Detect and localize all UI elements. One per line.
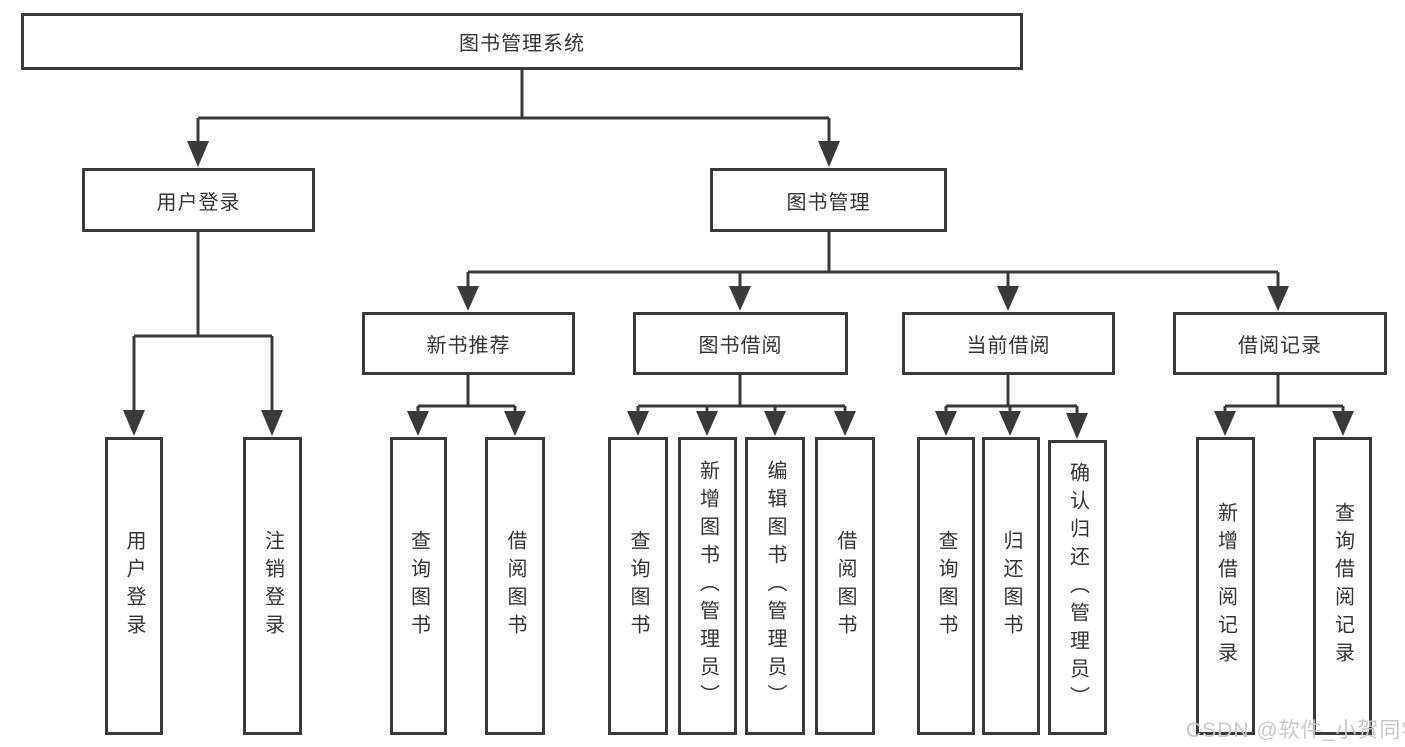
leaf-logout: 注销登录	[243, 437, 302, 735]
node-current-borrow: 当前借阅	[902, 312, 1115, 375]
node-book-management-label: 图书管理	[786, 191, 871, 214]
leaf-borrow-borrow-books: 借阅图书	[815, 437, 875, 735]
node-root-label: 图书管理系统	[459, 33, 585, 55]
leaf-newbook-query-books: 查询图书	[390, 437, 447, 735]
leaf-confirm-return-admin-label: 确认归还（管理员）	[1066, 461, 1089, 714]
connector-borrow-record-to-leaves	[1214, 375, 1354, 436]
node-current-borrow-label: 当前借阅	[966, 335, 1051, 357]
leaf-add-borrow-record: 新增借阅记录	[1196, 437, 1255, 735]
connector-book-mgmt-to-level3	[457, 232, 1289, 311]
node-borrow-record-label: 借阅记录	[1238, 335, 1322, 357]
node-book-borrow-label: 图书借阅	[698, 335, 783, 357]
node-book-borrow: 图书借阅	[633, 312, 848, 375]
leaf-user-login: 用户登录	[105, 437, 163, 735]
leaf-newbook-query-books-label: 查询图书	[407, 530, 430, 642]
leaf-user-login-label: 用户登录	[123, 530, 145, 642]
leaf-edit-books-admin-label: 编辑图书（管理员）	[764, 460, 786, 712]
node-user-login: 用户登录	[82, 168, 315, 232]
leaf-current-query-books: 查询图书	[917, 437, 975, 735]
connector-current-borrow-to-leaves	[935, 375, 1088, 439]
leaf-query-borrow-record: 查询借阅记录	[1313, 437, 1372, 735]
node-borrow-record: 借阅记录	[1173, 312, 1387, 375]
leaf-borrow-borrow-books-label: 借阅图书	[834, 530, 856, 642]
leaf-return-books-label: 归还图书	[1000, 530, 1022, 642]
connector-book-borrow-to-leaves	[627, 375, 856, 436]
leaf-newbook-borrow-books-label: 借阅图书	[504, 530, 526, 642]
leaf-logout-label: 注销登录	[261, 530, 284, 642]
leaf-current-query-books-label: 查询图书	[935, 530, 957, 642]
leaf-add-borrow-record-label: 新增借阅记录	[1214, 502, 1237, 670]
node-book-management: 图书管理	[710, 168, 947, 232]
leaf-return-books: 归还图书	[982, 437, 1040, 735]
leaf-add-books-admin: 新增图书（管理员）	[678, 437, 737, 735]
leaf-edit-books-admin: 编辑图书（管理员）	[745, 437, 805, 735]
node-root-system: 图书管理系统	[21, 13, 1023, 70]
leaf-confirm-return-admin: 确认归还（管理员）	[1048, 440, 1107, 735]
connector-root-to-level2	[187, 69, 840, 167]
leaf-query-borrow-record-label: 查询借阅记录	[1331, 502, 1354, 670]
leaf-borrow-query-books-label: 查询图书	[627, 530, 649, 642]
node-user-login-label: 用户登录	[156, 191, 241, 214]
leaf-borrow-query-books: 查询图书	[608, 437, 668, 735]
connector-new-book-to-leaves	[407, 375, 526, 436]
node-new-book-recommend-label: 新书推荐	[426, 335, 511, 357]
connector-user-login-to-leaves	[123, 232, 283, 436]
node-new-book-recommend: 新书推荐	[362, 312, 575, 375]
leaf-add-books-admin-label: 新增图书（管理员）	[696, 460, 719, 712]
leaf-newbook-borrow-books: 借阅图书	[485, 437, 545, 735]
csdn-watermark: CSDN @软件_小贺同学	[1186, 719, 1405, 742]
